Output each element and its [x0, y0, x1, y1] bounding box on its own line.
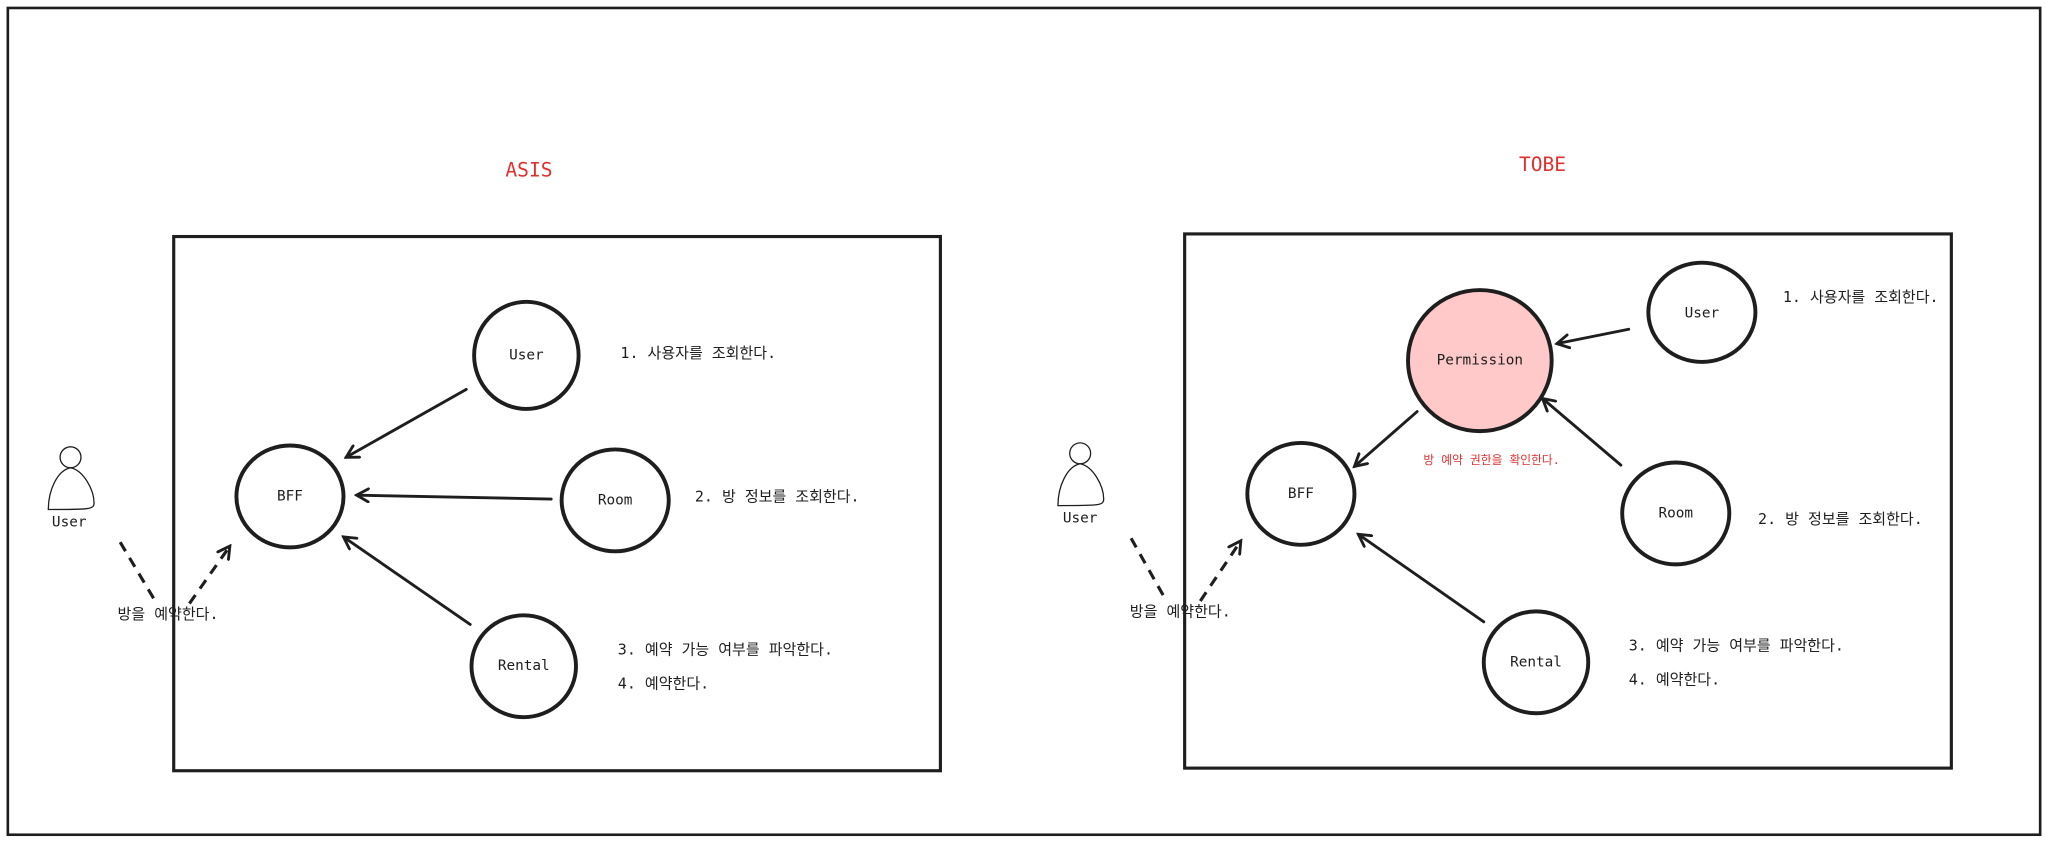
tobe-actor-label: User — [1063, 511, 1098, 527]
asis-step-2: 2. 방 정보를 조회한다. — [695, 488, 860, 506]
svg-text:BFF: BFF — [1288, 486, 1314, 502]
svg-text:BFF: BFF — [277, 488, 303, 504]
asis-dashed-arrow — [188, 546, 229, 605]
asis-actor-action: 방을 예약한다. — [118, 605, 219, 623]
svg-text:Permission: Permission — [1437, 353, 1523, 369]
outer-frame — [6, 6, 2042, 837]
tobe-dashed-line — [1129, 537, 1168, 602]
tobe-node-permission: Permission — [1406, 288, 1554, 434]
tobe-title: TOBE — [1519, 153, 1566, 176]
arrow-room-to-bff — [357, 495, 553, 499]
svg-text:User: User — [1685, 306, 1720, 322]
asis-step-3: 3. 예약 가능 여부를 파악한다. — [618, 640, 833, 658]
arrow-user-to-permission — [1557, 327, 1631, 343]
asis-step-4: 4. 예약한다. — [618, 674, 709, 692]
tobe-node-bff: BFF — [1245, 440, 1357, 547]
svg-text:User: User — [509, 347, 544, 363]
tobe-node-rental: Rental — [1481, 609, 1591, 716]
actor-body-icon — [1057, 463, 1105, 507]
asis-title: ASIS — [505, 158, 552, 181]
actor-body-icon — [47, 467, 95, 511]
asis-step-1: 1. 사용자를 조회한다. — [620, 344, 776, 362]
tobe-node-room: Room — [1620, 460, 1732, 567]
asis-actor-label: User — [52, 515, 87, 531]
arrow-room-to-permission — [1543, 398, 1623, 467]
asis-dashed-line — [118, 541, 159, 605]
arrow-rental-to-bff — [344, 537, 472, 626]
tobe-box — [1183, 232, 1953, 770]
tobe-dashed-arrow — [1199, 541, 1240, 602]
tobe-section: TOBE User 방을 예약한다. Permission 방 예약 권한을 확… — [1057, 153, 1953, 770]
tobe-step-1: 1. 사용자를 조회한다. — [1783, 288, 1939, 306]
tobe-actor-action: 방을 예약한다. — [1130, 603, 1231, 621]
tobe-step-3: 3. 예약 가능 여부를 파악한다. — [1629, 637, 1844, 655]
asis-node-user: User — [472, 299, 581, 411]
arrow-rental-to-bff — [1358, 534, 1486, 624]
arrow-user-to-bff — [346, 387, 468, 457]
svg-text:Rental: Rental — [498, 658, 550, 674]
actor-head-icon — [59, 446, 82, 469]
svg-text:Room: Room — [598, 492, 633, 508]
permission-note: 방 예약 권한을 확인한다. — [1423, 453, 1559, 467]
tobe-node-user: User — [1646, 260, 1758, 364]
asis-node-room: Room — [559, 447, 671, 554]
asis-box — [172, 234, 942, 773]
asis-node-rental: Rental — [469, 613, 578, 720]
asis-section: ASIS User 방을 예약한다. BFF User Room Rental — [47, 158, 942, 773]
tobe-step-2: 2. 방 정보를 조회한다. — [1758, 510, 1923, 528]
tobe-step-4: 4. 예약한다. — [1629, 671, 1720, 689]
arrow-permission-to-bff — [1354, 410, 1419, 467]
asis-actor: User — [47, 446, 95, 531]
tobe-actor: User — [1057, 442, 1105, 527]
actor-head-icon — [1069, 442, 1092, 465]
asis-node-bff: BFF — [234, 443, 346, 550]
svg-text:Room: Room — [1658, 505, 1693, 521]
svg-text:Rental: Rental — [1510, 654, 1562, 670]
